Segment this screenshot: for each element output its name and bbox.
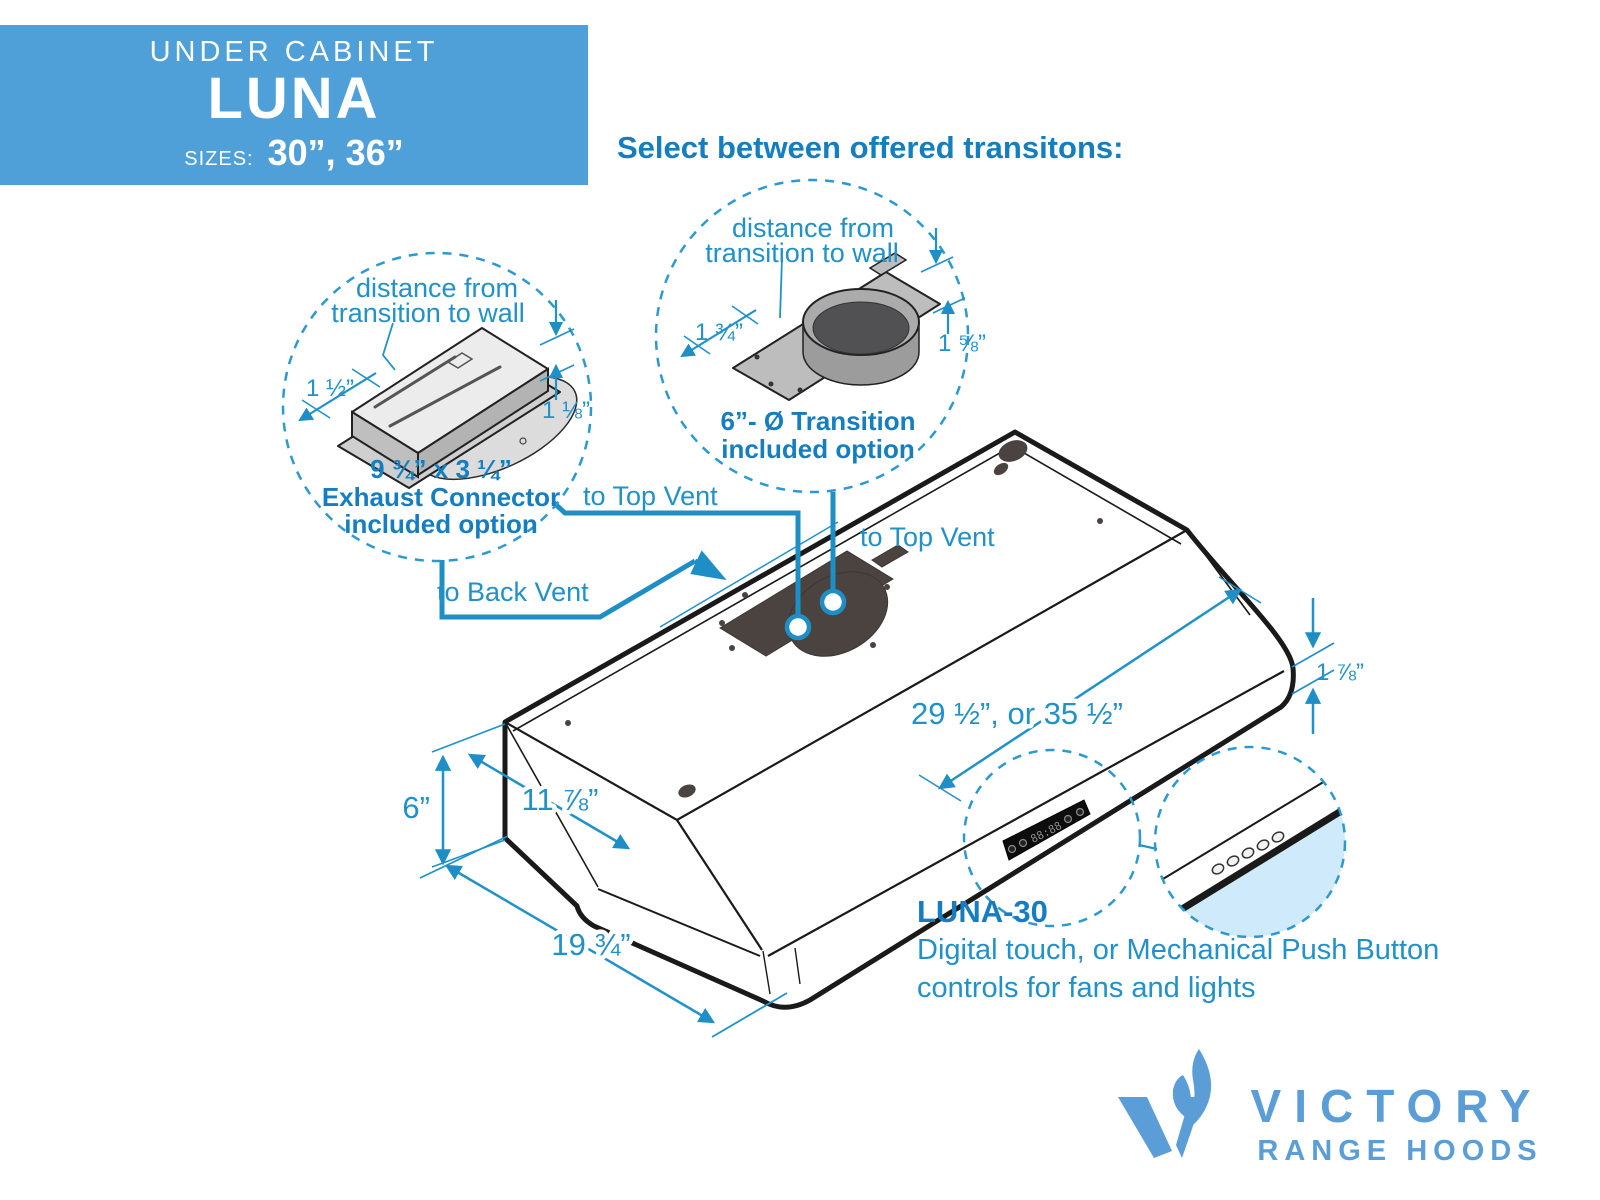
logo-brand: VICTORY	[1251, 1080, 1544, 1132]
product-category: UNDER CABINET	[149, 36, 439, 69]
sizes-value: 30”, 36”	[267, 131, 404, 173]
caption-round-option: included option	[721, 434, 915, 464]
caption-exhaust-name: Exhaust Connector	[322, 482, 560, 512]
round-transition-option: 1 ¾” 1 ⅝” distance from transition to wa…	[654, 178, 986, 494]
victory-v-flame-icon	[1118, 1049, 1212, 1158]
dim-width: 29 ½”, or 35 ½”	[911, 696, 1123, 731]
dim-end-height: 6”	[402, 790, 430, 825]
dim-connector-left: 1 ½”	[306, 375, 354, 402]
controls-line2: controls for fans and lights	[917, 972, 1256, 1004]
label-top-vent-right: to Top Vent	[860, 522, 995, 552]
dim-rim-height: 1 ⅞”	[1316, 659, 1364, 686]
logo-sub: RANGE HOODS	[1257, 1135, 1542, 1167]
caption-round-name: 6”- Ø Transition	[720, 406, 915, 436]
product-sizes: SIZES: 30”, 36”	[184, 132, 403, 174]
dim-connector-right: 1 ⅛”	[542, 397, 590, 424]
dimension-annotations: 29 ½”, or 35 ½” 1 ⅞” 6” 11 ⅞” 19 ¾”	[402, 521, 1364, 1038]
dim-round-left: 1 ¾”	[695, 319, 743, 346]
callout-round-line1: distance from	[732, 213, 894, 243]
caption-exhaust-option: included option	[344, 509, 538, 539]
screw-holes	[565, 440, 1103, 798]
sizes-label: SIZES:	[184, 147, 254, 170]
section-heading: Select between offered transitons:	[617, 130, 1124, 165]
vent-leaders: to Top Vent to Top Vent to Back Vent	[437, 481, 995, 641]
victory-logo: VICTORY RANGE HOODS	[1118, 1049, 1544, 1167]
controls-note: LUNA-30 Digital touch, or Mechanical Pus…	[917, 893, 1439, 1007]
dim-round-right: 1 ⅝”	[938, 330, 986, 357]
callout-exhaust-line1: distance from	[356, 273, 518, 303]
exhaust-connector-option: 1 ½” 1 ⅛” distance from transition to wa…	[281, 251, 593, 563]
hood-isometric-drawing: 88:88	[502, 429, 1296, 1010]
controls-line1: Digital touch, or Mechanical Push Button	[917, 934, 1440, 966]
callout-round-line2: transition to wall	[705, 238, 899, 268]
label-back-vent: to Back Vent	[437, 577, 589, 607]
dim-bottom-depth: 19 ¾”	[551, 927, 630, 962]
controls-model: LUNA-30	[917, 894, 1048, 929]
callout-exhaust-line2: transition to wall	[331, 298, 525, 328]
product-header: UNDER CABINET LUNA SIZES: 30”, 36”	[0, 25, 588, 185]
product-model: LUNA	[207, 66, 381, 132]
label-top-vent-left: to Top Vent	[583, 481, 718, 511]
caption-exhaust-size: 9 ¾” x 3 ¼”	[370, 454, 512, 484]
dim-top-depth: 11 ⅞”	[522, 782, 599, 817]
